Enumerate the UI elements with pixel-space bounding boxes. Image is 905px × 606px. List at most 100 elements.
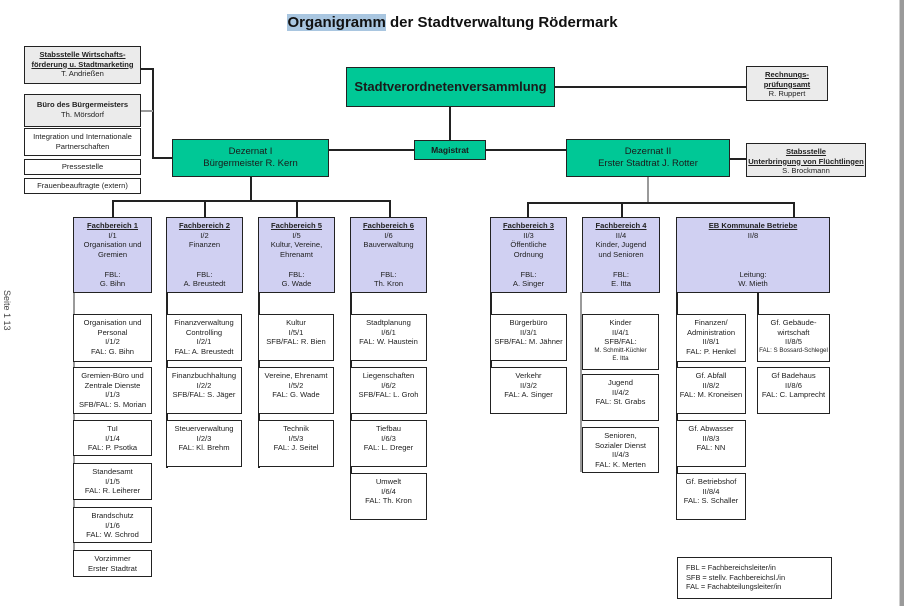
fachbereich-lead-label: FBL: [104, 269, 121, 279]
connector [527, 202, 794, 204]
fachbereich-lead-label: FBL: [288, 269, 305, 279]
title-rest: der Stadtverwaltung Rödermark [385, 14, 618, 31]
unit-name: wirtschaft [777, 327, 810, 337]
magistrat-label: Magistrat [431, 145, 469, 155]
unit-lead: FAL: Kl. Brehm [178, 443, 230, 453]
unit-code: I/1/2 [105, 337, 120, 347]
unit-code: I/6/3 [381, 433, 396, 443]
dezernat-2-box[interactable]: Dezernat II Erster Stadtrat J. Rotter [566, 139, 730, 177]
spacer [491, 259, 566, 269]
unit-code: I/2/3 [196, 433, 212, 443]
city-council-box[interactable]: Stadtverordnetenversammlung [346, 67, 555, 107]
unit-name: Jugend [608, 378, 633, 387]
unit-name: Vorzimmer [94, 554, 131, 563]
press-office-box[interactable]: Pressestelle [24, 159, 141, 175]
integration-box[interactable]: Integration und Internationale Partnersc… [24, 128, 141, 156]
equality-officer-box[interactable]: Frauenbeauftragte (extern) [24, 178, 141, 194]
dezernat-2-head: Erster Stadtrat J. Rotter [598, 158, 698, 169]
unit-code: I/1/5 [105, 476, 120, 486]
staff-title-1: Stabsstelle [785, 147, 827, 156]
unit-code: I/5/1 [288, 327, 304, 337]
spacer [351, 250, 426, 270]
unit-name: Gf. Gebäude- [770, 318, 817, 327]
unit-name: Standesamt [92, 467, 133, 476]
staff-refugee-housing-box[interactable]: Stabsstelle Unterbringung von Flüchtling… [746, 143, 866, 177]
unit-lead: FAL: W. Haustein [359, 337, 418, 347]
fachbereich-title: Fachbereich 2 [178, 221, 231, 230]
unit-code: II/8/2 [702, 380, 720, 390]
unit-lead: FAL: St. Grabs [595, 397, 646, 407]
connector [647, 177, 649, 202]
mayor-office-box[interactable]: Büro des Bürgermeisters Th. Mörsdorf [24, 94, 141, 127]
fachbereich-title: Fachbereich 5 [270, 221, 323, 230]
staff-label-1: Frauenbeauftragte (extern) [37, 181, 128, 190]
spacer [74, 259, 151, 269]
fachbereich-lead: A. Singer [512, 279, 545, 289]
connector [141, 68, 153, 70]
unit-lead: SFB/FAL: R. Bien [266, 337, 326, 347]
unit-name: Erster Stadtrat [88, 563, 137, 573]
unit-lead: FAL: G. Wade [272, 390, 320, 400]
fachbereich-name: Öffentliche [510, 240, 547, 250]
unit-name: Vereine, Ehrenamt [264, 371, 328, 380]
connector [329, 149, 415, 151]
unit-name: Senioren, [604, 431, 637, 440]
fachbereich-name: Finanzen [188, 240, 221, 250]
unit-lead: FAL: NN [696, 443, 726, 453]
staff-title-1: Büro des Bürgermeisters [36, 100, 129, 109]
audit-office-box[interactable]: Rechnungs- prüfungsamt R. Ruppert [746, 66, 828, 101]
fachbereich-code: II/3 [523, 230, 534, 240]
unit-code: I/5/2 [288, 380, 304, 390]
connector [141, 110, 153, 112]
dezernat-1-box[interactable]: Dezernat I Bürgermeister R. Kern [172, 139, 329, 177]
unit-name: Tiefbau [375, 424, 402, 433]
unit-name: Administration [686, 327, 736, 337]
magistrat-box[interactable]: Magistrat [414, 140, 486, 160]
fachbereich-lead: E. Itta [611, 279, 631, 289]
unit-name: Steuerverwaltung [174, 424, 234, 433]
unit-code: II/4/2 [612, 387, 629, 397]
staff-economic-development-box[interactable]: Stabsstelle Wirtschafts- förderung u. St… [24, 46, 141, 84]
fachbereich-lead-label: FBL: [196, 269, 213, 279]
staff-title-2: Unterbringung von Flüchtlingen [748, 156, 864, 166]
connector [729, 158, 747, 160]
unit-lead: SFB/FAL: S. Jäger [172, 390, 236, 400]
unit-lead: FAL: C. Lamprecht [761, 390, 826, 400]
page-title: Organigramm der Stadtverwaltung Rödermar… [0, 14, 905, 31]
fachbereich-title: EB Kommunale Betriebe [708, 221, 798, 230]
